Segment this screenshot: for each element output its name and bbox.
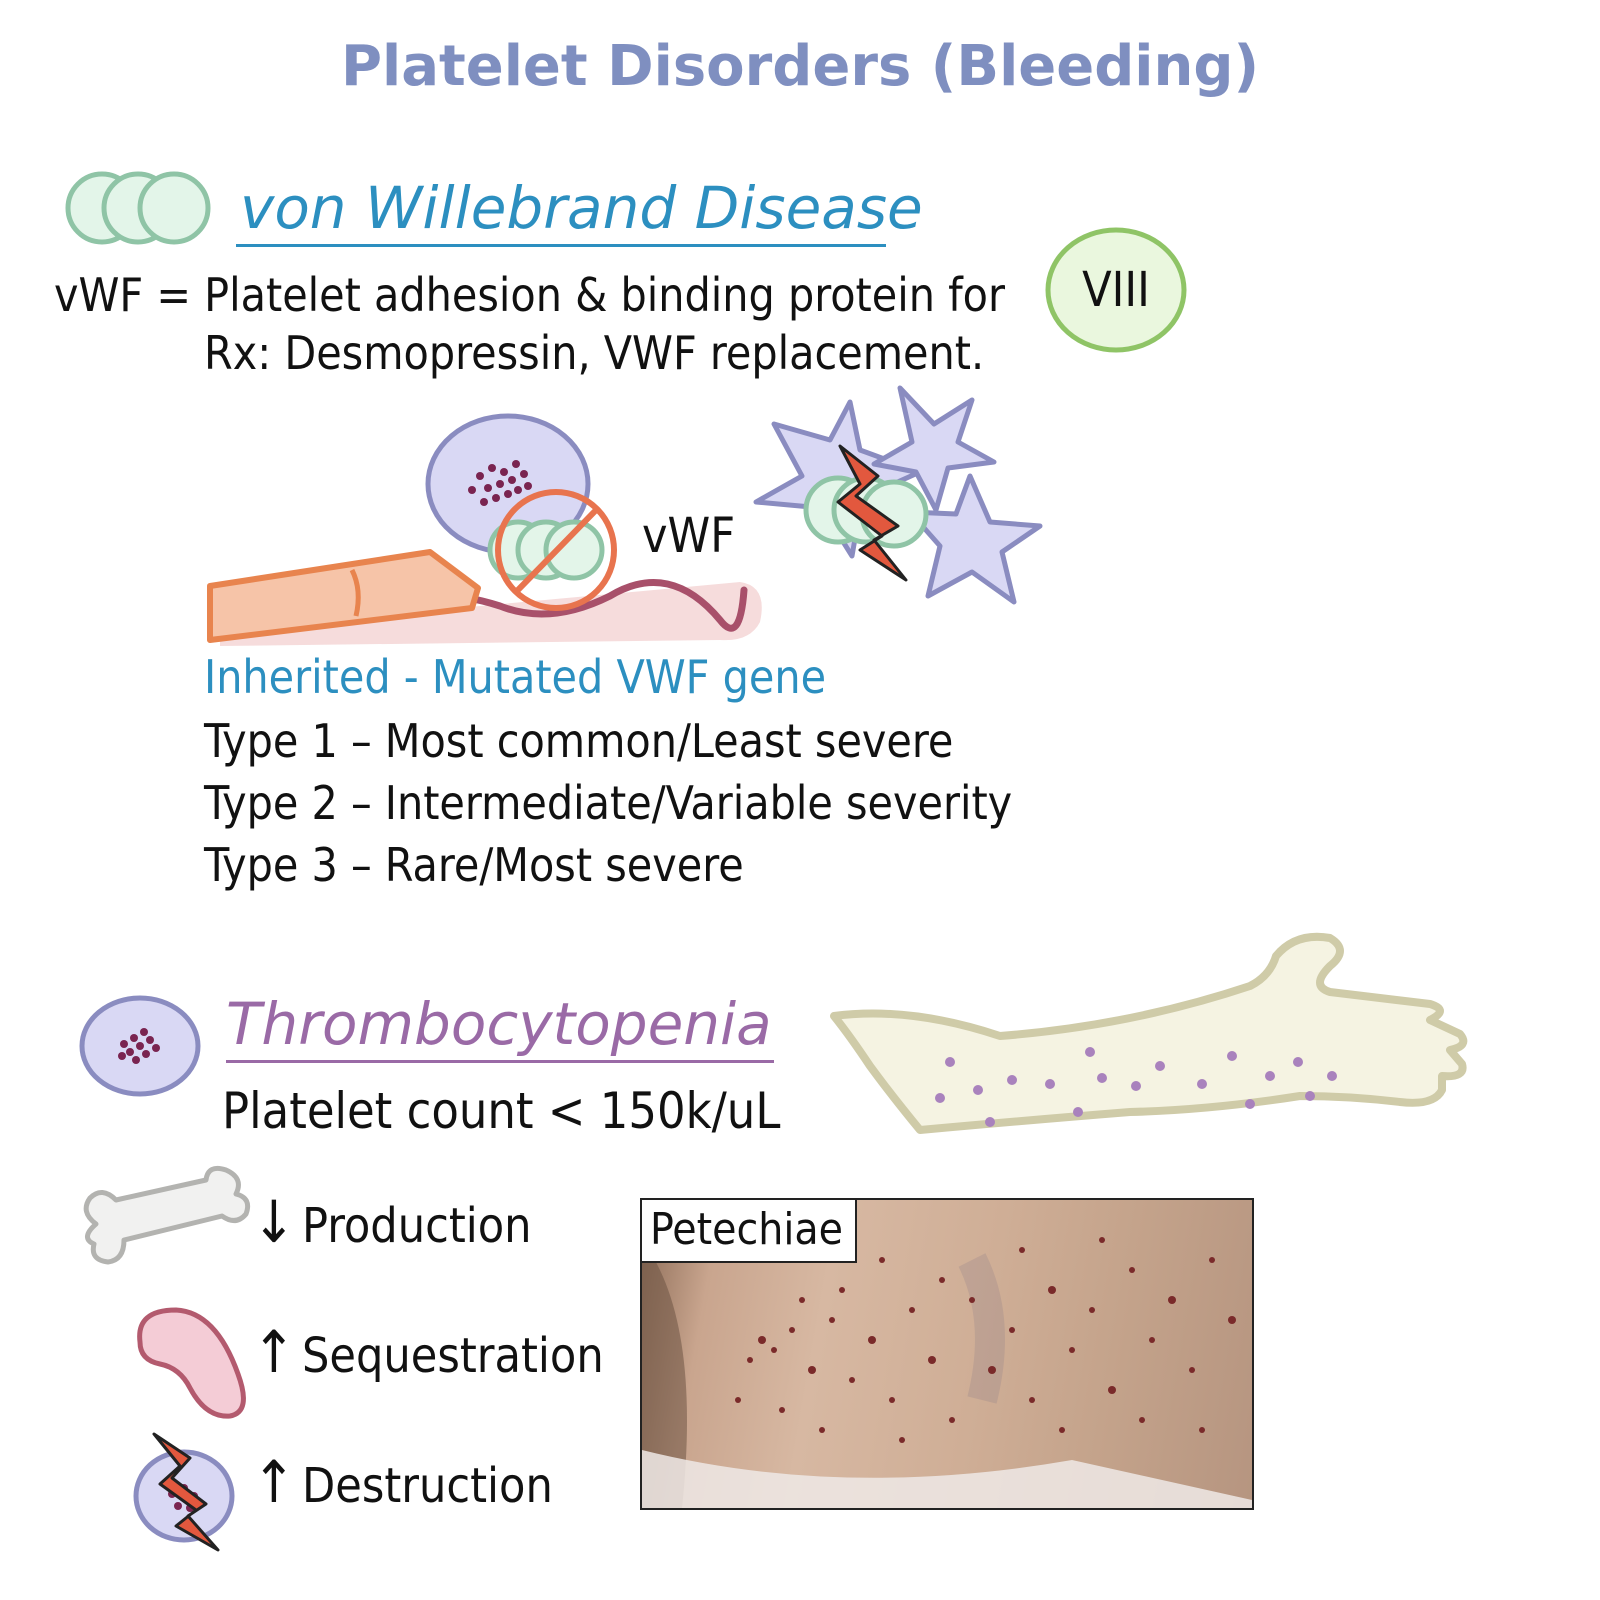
vwf-multimer-icon bbox=[65, 171, 211, 245]
production-arrow: ↓ bbox=[252, 1188, 296, 1256]
thrombocytopenia-underline bbox=[226, 1060, 774, 1063]
platelet-lightning-icon bbox=[133, 1432, 235, 1552]
vwd-type-2: Type 2 – Intermediate/Variable severity bbox=[204, 776, 1013, 830]
thrombocytopenia-heading: Thrombocytopenia bbox=[226, 990, 772, 1058]
destruction-label: Destruction bbox=[302, 1458, 553, 1514]
sequestration-arrow: ↑ bbox=[252, 1318, 296, 1386]
vwd-type-1: Type 1 – Most common/Least severe bbox=[204, 714, 954, 768]
vessel-wall-diagram bbox=[207, 413, 762, 646]
activated-platelets-lightning-icon bbox=[753, 385, 1043, 605]
vwd-heading: von Willebrand Disease bbox=[240, 174, 923, 242]
vwd-inheritance: Inherited - Mutated VWF gene bbox=[204, 650, 827, 704]
vwd-treatment: Rx: Desmopressin, VWF replacement. bbox=[204, 326, 985, 380]
destruction-arrow: ↑ bbox=[252, 1448, 296, 1516]
bone-icon bbox=[83, 1165, 251, 1265]
arm-petechiae-icon bbox=[830, 932, 1468, 1134]
production-label: Production bbox=[302, 1198, 532, 1254]
platelet-icon bbox=[79, 995, 201, 1097]
factor-viii-label: VIII bbox=[1082, 262, 1150, 318]
vwd-type-3: Type 3 – Rare/Most severe bbox=[204, 838, 744, 892]
vwd-heading-underline bbox=[236, 244, 886, 247]
spleen-icon bbox=[137, 1307, 246, 1419]
vwf-diagram-label: vWF bbox=[642, 508, 736, 564]
sequestration-label: Sequestration bbox=[302, 1328, 604, 1384]
vwf-definition: vWF = Platelet adhesion & binding protei… bbox=[54, 268, 1005, 322]
petechiae-photo-label: Petechiae bbox=[642, 1200, 858, 1263]
platelet-count-threshold: Platelet count < 150k/uL bbox=[222, 1082, 781, 1140]
page-title: Platelet Disorders (Bleeding) bbox=[340, 34, 1260, 99]
petechiae-photo: Petechiae bbox=[640, 1198, 1254, 1510]
factor-viii-icon bbox=[1045, 227, 1187, 353]
